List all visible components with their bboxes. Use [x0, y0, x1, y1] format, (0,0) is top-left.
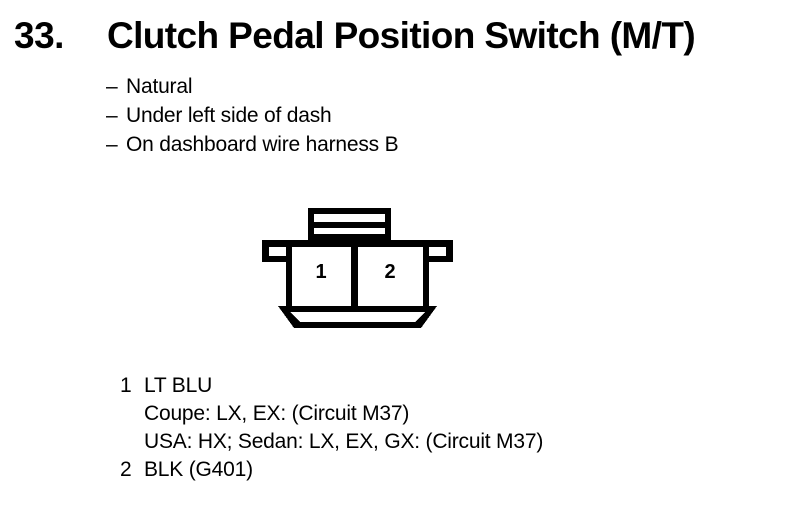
cavity-right-wall — [423, 247, 429, 312]
spec-item-label: Under left side of dash — [126, 104, 332, 127]
pin-legend: 1 LT BLU Coupe: LX, EX: (Circuit M37) US… — [120, 372, 760, 484]
legend-pin-number: 2 — [120, 458, 132, 481]
connector-outline — [262, 208, 453, 328]
legend-row: 1 LT BLU — [120, 372, 760, 400]
body-right-step — [423, 256, 453, 262]
page-title: Clutch Pedal Position Switch (M/T) — [107, 15, 696, 56]
cavity-left-wall — [286, 247, 292, 312]
body-left-step — [262, 256, 292, 262]
tab-middle-divider — [308, 222, 391, 228]
cavity-floor — [286, 306, 429, 312]
terminal-number-2: 2 — [384, 261, 395, 283]
terminal-number-1: 1 — [315, 261, 326, 283]
connector-diagram: 1 2 — [255, 200, 460, 335]
legend-subline: USA: HX; Sedan: LX, EX, GX: (Circuit M37… — [144, 430, 544, 453]
spec-item-label: Natural — [126, 75, 193, 98]
dash-bullet-icon: – — [106, 104, 118, 127]
spec-item-location: –Under left side of dash — [106, 101, 706, 130]
body-left-outer-edge — [262, 240, 269, 262]
legend-pin-number: 1 — [120, 374, 132, 397]
dash-bullet-icon: – — [106, 133, 118, 156]
body-right-outer-edge — [446, 240, 453, 262]
spec-list: –Natural –Under left side of dash –On da… — [106, 72, 706, 159]
spec-item-color: –Natural — [106, 72, 706, 101]
tab-bottom-edge — [308, 234, 391, 240]
tab-top-edge — [308, 208, 391, 214]
legend-wire-label: BLK (G401) — [144, 458, 253, 481]
page-header: 33. Clutch Pedal Position Switch (M/T) — [0, 14, 800, 60]
legend-wire-label: LT BLU — [144, 374, 213, 397]
legend-row: 2 BLK (G401) — [120, 456, 760, 484]
section-number: 33. — [14, 15, 64, 56]
legend-subline: Coupe: LX, EX: (Circuit M37) — [144, 402, 410, 425]
spec-item-harness: –On dashboard wire harness B — [106, 130, 706, 159]
connector-skirt — [278, 306, 437, 328]
body-top-rail — [262, 240, 453, 247]
terminal-divider — [351, 247, 358, 312]
dash-bullet-icon: – — [106, 75, 118, 98]
spec-item-label: On dashboard wire harness B — [126, 133, 399, 156]
